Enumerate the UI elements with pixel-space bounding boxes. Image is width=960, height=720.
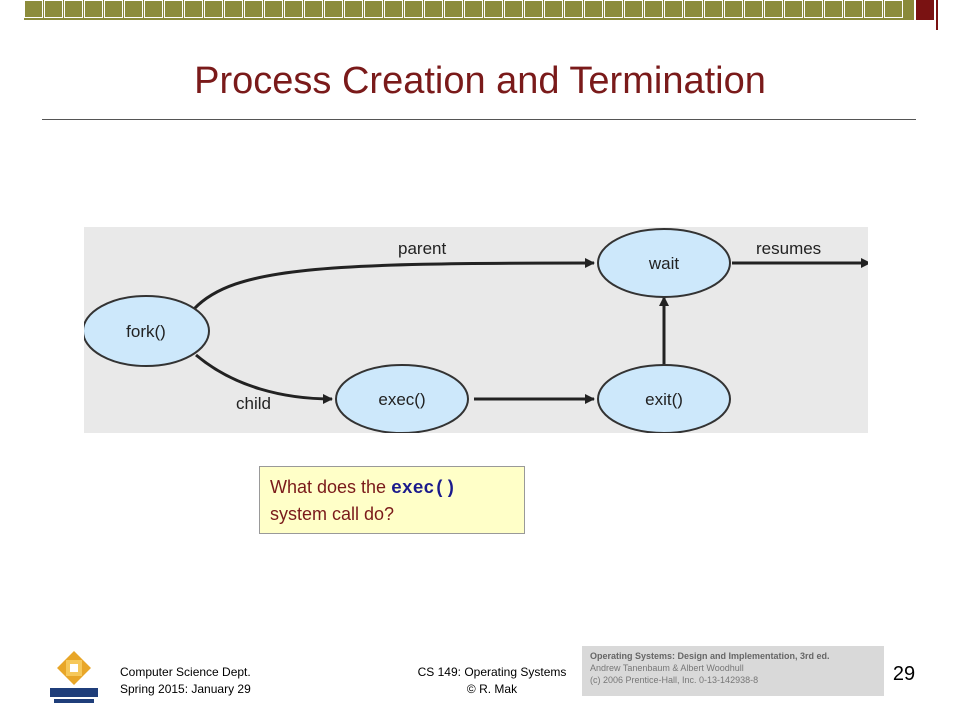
top-square [44,0,63,18]
top-square [364,0,383,18]
footer-term: Spring 2015: January 29 [120,682,251,696]
reference-box: Operating Systems: Design and Implementa… [582,646,884,696]
top-square [604,0,623,18]
top-square [784,0,803,18]
top-square [864,0,883,18]
top-square [764,0,783,18]
top-square [644,0,663,18]
top-square [224,0,243,18]
ref-title: Operating Systems: Design and Implementa… [590,651,830,661]
fork-node [84,295,210,367]
exec-node [335,364,469,433]
exit-label: exit() [645,390,683,409]
slide-title: Process Creation and Termination [194,60,766,102]
top-square [204,0,223,18]
top-square [464,0,483,18]
top-square [724,0,743,18]
top-square [424,0,443,18]
exec-label: exec() [378,390,425,409]
top-square [624,0,643,18]
top-square [344,0,363,18]
child-label: child [236,394,271,413]
top-square [884,0,903,18]
top-decor-bar [0,0,960,30]
top-squares [24,0,914,20]
top-square [244,0,263,18]
top-square [164,0,183,18]
top-square [444,0,463,18]
top-square [104,0,123,18]
wait-node [597,228,731,298]
top-square [564,0,583,18]
top-square [504,0,523,18]
top-square [544,0,563,18]
footer-dept: Computer Science Dept. [120,665,251,679]
exit-node [597,364,731,433]
top-square [124,0,143,18]
top-square [284,0,303,18]
callout-suffix: system call do? [270,504,395,524]
footer-course: CS 149: Operating Systems [417,665,567,679]
top-square [804,0,823,18]
question-callout: What does the exec() system call do? [259,466,525,534]
callout-prefix: What does the [270,477,387,497]
top-square [824,0,843,18]
top-square [24,0,43,18]
top-end-block [916,0,934,20]
top-square [844,0,863,18]
wait-label: wait [648,254,680,273]
callout-code: exec() [391,479,456,499]
top-square [384,0,403,18]
resumes-label: resumes [756,239,821,258]
process-diagram: fork() exec() wait exit() parent child r… [84,227,868,433]
footer-center: CS 149: Operating Systems © R. Mak [392,664,592,698]
title-divider [42,119,916,120]
top-square [404,0,423,18]
top-square [304,0,323,18]
top-square [684,0,703,18]
top-square [524,0,543,18]
footer-left: Computer Science Dept. Spring 2015: Janu… [120,664,251,698]
top-square [484,0,503,18]
top-square [84,0,103,18]
ref-authors: Andrew Tanenbaum & Albert Woodhull [590,663,744,673]
parent-arrow [192,258,595,311]
child-arrow [195,353,333,404]
top-square [264,0,283,18]
parent-label: parent [398,239,446,258]
top-square [184,0,203,18]
ref-publisher: (c) 2006 Prentice-Hall, Inc. 0-13-142938… [590,675,759,685]
top-square [664,0,683,18]
fork-label: fork() [126,322,166,341]
top-square [744,0,763,18]
top-square [144,0,163,18]
sjsu-logo-icon [44,648,104,708]
right-rule [936,0,938,30]
page-number: 29 [892,663,916,685]
top-square [324,0,343,18]
top-square [64,0,83,18]
footer-author: © R. Mak [466,682,518,696]
top-square [584,0,603,18]
top-square [704,0,723,18]
process-diagram-svg: fork() exec() wait exit() parent child r… [84,228,868,433]
